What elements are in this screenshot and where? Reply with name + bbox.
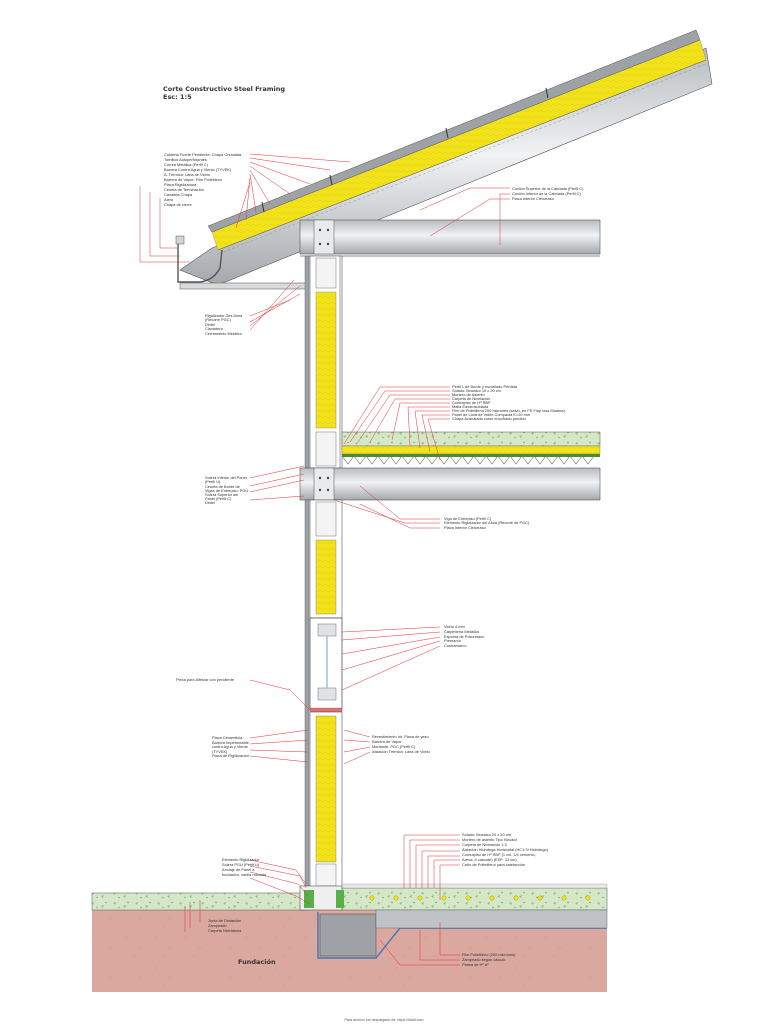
ceiling-beam: [299, 219, 601, 257]
footer-source: Para archivo fue descargado de: https://…: [344, 1018, 423, 1022]
foundation-label: Fundación: [238, 958, 276, 966]
label-base-left-1: Solera PGU (Perfil U): [222, 862, 260, 867]
label-wall-right-2: Montante: PGC (Perfil C): [372, 744, 416, 749]
label-window-right-2: Espuma de Poliuretano: [444, 634, 484, 639]
label-floor-left-2: Cenefa de Borde de: [205, 484, 240, 489]
lower-wall: [304, 499, 343, 891]
labels-window-right: Vidrio 4 mm Carpintería Metálica Espuma …: [444, 624, 484, 648]
label-slab-right-5: Arena: 4 cascote) (ESP: 12 cm): [462, 857, 517, 862]
label-roof-left-0: Cubierta Fuerte Pendiente: Chapa Ondulad…: [164, 152, 242, 157]
label-found-left-2: Carpeta Nivelatoria: [208, 928, 242, 933]
label-floor-left-4: Solera Superior del: [205, 492, 238, 497]
label-roof-left-7: Cenefa de Terminación: [164, 187, 204, 192]
labels-roof-right: Cordón Superior de la Cabriada (Perfil C…: [512, 186, 584, 201]
label-wall-right-1: Barrera de Vapor: [372, 739, 402, 744]
label-eave-2: Dintel: [205, 322, 215, 327]
label-slab-right-0: Solado: Mosaico 20 x 20 cm: [462, 832, 511, 837]
label-wall-left-2: contra Agua y Viento: [212, 744, 248, 749]
label-window-right-4: Contramarco: [444, 643, 467, 648]
label-window-right-3: Premarco: [444, 638, 461, 643]
label-base-left-2: Anclaje de Panel a: [222, 867, 255, 872]
label-floor-left-3: Vigas de Entrepiso: PGU: [205, 488, 248, 493]
label-floor-left-1: (Perfil U): [205, 479, 221, 484]
label-roof-right-0: Cordón Superior de la Cabriada (Perfil C…: [512, 186, 584, 191]
label-found-right-0: Film Polietileno (200 micrones): [462, 952, 516, 957]
label-slab-right-6: Caño de Polietileno para calefacción: [462, 862, 525, 867]
label-wall-left-4: Placa de Rigidización: [212, 753, 249, 758]
labels-eave: Rigidizador Des Alma (Recorte PGC) Dinte…: [205, 313, 243, 336]
label-beam-right-1: Elemento Rigidizador del Alma (Recorte d…: [444, 520, 530, 525]
label-roof-right-1: Cordón Inferior de la Cabriada (Perfil C…: [512, 191, 581, 196]
labels-foundation-left: Junta de Dilatación Zampeado Carpeta Niv…: [208, 918, 242, 933]
label-floor-right-2: Mortero de Asiento: [452, 392, 485, 397]
label-found-right-2: Platea de Hº Aº: [462, 962, 489, 967]
labels-wall-right: Revestimiento Int. Placa de yeso Barrera…: [372, 734, 430, 754]
label-found-left-1: Zampeado: [208, 923, 227, 928]
label-window-right-0: Vidrio 4 mm: [444, 624, 465, 629]
label-wall-left-1: Barrera Impermeable: [212, 740, 249, 745]
label-floor-right-8: Chapa Acanalada como encofrado perdido: [452, 416, 526, 421]
label-beam-right-0: Viga de Entrepiso (Perfil C): [444, 516, 492, 521]
labels-beam-right: Viga de Entrepiso (Perfil C) Elemento Ri…: [444, 516, 530, 530]
label-roof-left-9: Alero: [164, 197, 173, 202]
label-floor-right-5: Malla Electrosoldada: [452, 404, 489, 409]
label-window-right-1: Carpintería Metálica: [444, 629, 480, 634]
foundation: [91, 883, 608, 992]
labels-slab-right: Solado: Mosaico 20 x 20 cm Mortero de as…: [462, 832, 549, 867]
label-base-left-3: fundación, varilla roscada: [222, 872, 267, 877]
label-floor-left-0: Solera Inferior del Panel: [205, 475, 247, 480]
title-line-2: Esc: 1:5: [163, 93, 192, 101]
label-slab-right-2: Carpeta de Nivelación 1:3: [462, 842, 507, 847]
label-floor-right-4: Contrapiso de Hº RBP: [452, 400, 491, 405]
label-roof-left-1: Tornillos Autoperforantes: [164, 157, 207, 162]
upper-wall: [304, 255, 343, 469]
label-roof-left-10: Chapa de cierre: [164, 202, 192, 207]
label-floor-left-6: Dintel: [205, 500, 215, 505]
intermediate-floor: [299, 431, 601, 501]
label-wall-left-0: Placa Cementicia: [212, 735, 243, 740]
labels-floor-left: Solera Inferior del Panel (Perfil U) Cen…: [205, 475, 248, 505]
label-roof-right-2: Placa Interior Cielorraso: [512, 196, 554, 201]
label-window-left-0: Pieza para Alféizar con pendiente: [176, 677, 234, 682]
label-floor-right-7: Panel de Lana de Vidrio Compacta E=20 mm: [452, 412, 530, 417]
label-slab-right-1: Mortero de asiento Tipo Klaukol: [462, 837, 517, 842]
label-roof-left-4: A. Térmica: Lana de Vidrio: [164, 172, 210, 177]
label-beam-right-2: Placa Interior Cielorraso: [444, 525, 486, 530]
label-floor-right-1: Solado: Mosaico 10 x 20 cm: [452, 388, 501, 393]
labels-base-left: Elemento Rigidizador Solera PGU (Perfil …: [222, 857, 267, 877]
label-eave-0: Rigidizador Des Alma: [205, 313, 243, 318]
labels-roof-left: Cubierta Fuerte Pendiente: Chapa Ondulad…: [164, 152, 242, 207]
label-roof-left-2: Correa Metálica (Perfil C): [164, 162, 209, 167]
label-floor-left-5: Panel (Perfil C): [205, 496, 232, 501]
labels-floor-right: Perfil L de Borde y escotilado Perdida S…: [452, 384, 566, 421]
label-found-right-1: Zampeado según cálculo: [462, 957, 505, 962]
label-slab-right-3: Aislación Hidrófuga Horizontal (HC1:3+Hi…: [462, 847, 549, 852]
label-base-left-0: Elemento Rigidizador: [222, 857, 260, 862]
label-roof-left-6: Placa Rigidizadora: [164, 182, 197, 187]
label-found-left-0: Junta de Dilatación: [208, 918, 241, 923]
label-roof-left-8: Canaleta Chapa: [164, 192, 193, 197]
labels-wall-left: Placa Cementicia Barrera Impermeable con…: [212, 735, 249, 758]
leader-lines: [139, 153, 510, 966]
label-roof-left-3: Barrera Contra Agua y Viento (TYVEK): [164, 167, 232, 172]
label-floor-right-3: Carpeta de Nivelación: [452, 396, 490, 401]
label-eave-4: Cerramiento Metálico: [205, 331, 242, 336]
label-slab-right-4: Contrapiso de Hº RBP (1 vol. 1/4 cemento…: [462, 852, 536, 857]
label-eave-3: Clavadera: [205, 326, 224, 331]
label-floor-right-6: Film de Polietileno 200 micrones (salvo,…: [452, 408, 566, 413]
label-floor-right-0: Perfil L de Borde y escotilado Perdida: [452, 384, 518, 389]
title-line-1: Corte Constructivo Steel Framing: [163, 85, 285, 93]
label-wall-left-3: (TYVEK): [212, 749, 228, 754]
label-wall-right-3: Aislación Térmica: Lana de Vidrio: [372, 749, 430, 754]
label-wall-right-0: Revestimiento Int. Placa de yeso: [372, 734, 429, 739]
label-eave-1: (Recorte PGC): [205, 317, 231, 322]
labels-foundation-right: Film Polietileno (200 micrones) Zampeado…: [462, 952, 516, 967]
label-roof-left-5: Barrera de Vapor: Film Polietileno: [164, 177, 222, 182]
heating-pipes: [369, 895, 591, 901]
